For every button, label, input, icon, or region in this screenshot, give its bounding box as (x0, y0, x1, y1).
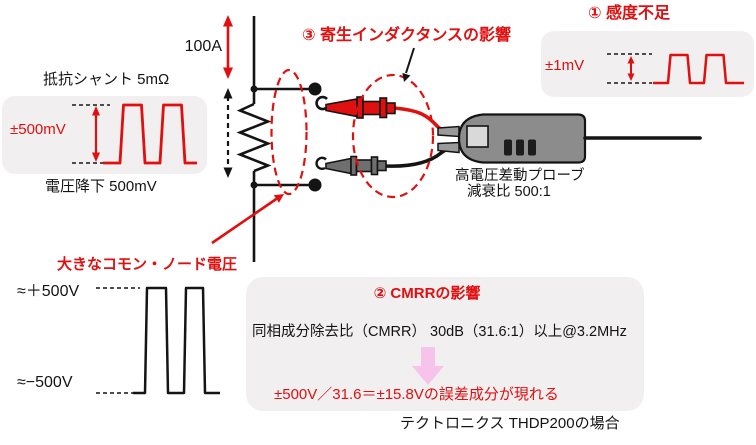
probe-indicator-window (466, 125, 489, 148)
cmrr-panel (246, 277, 644, 411)
pink-down-arrow (412, 347, 444, 385)
attenuation-label: 減衰比 500:1 (467, 184, 551, 200)
voltage-drop-label: 電圧降下 500mV (45, 178, 157, 195)
model-note: テクトロニクス THDP200の場合 (400, 415, 620, 432)
cmrr-spec-text: 同相成分除去比（CMRR） 30dB（31.6:1）以上@3.2MHz (252, 324, 627, 340)
shunt-waveform-panel (2, 96, 207, 174)
cmrr-error-text: ±500V／31.6＝±15.8Vの誤差成分が現れる (274, 386, 559, 403)
red-probe-lead (315, 95, 456, 134)
voltage-drop-arrow (223, 88, 233, 178)
common-node-pointer-arrow (211, 194, 284, 245)
common-node-waveform (96, 286, 220, 395)
differential-probe-body (437, 113, 702, 164)
shunt-waveform (72, 103, 197, 165)
current-label: 100A (184, 38, 222, 55)
shunt-label: 抵抗シャント 5mΩ (43, 71, 170, 88)
shunt-amplitude-label: ±500mV (10, 121, 66, 138)
shunt-circuit (236, 16, 315, 262)
probe-hook-icon (315, 156, 327, 170)
common-node-high-label: ≈＋500V (17, 283, 80, 300)
parasitic-inductance-ellipse (351, 73, 435, 199)
sensitivity-waveform-panel (541, 31, 754, 97)
issue3-arrow (402, 47, 415, 82)
common-node-title: 大きなコモン・ノード電圧 (57, 256, 238, 273)
probe-hook-icon (315, 95, 328, 111)
common-node-low-label: ≈−500V (17, 374, 73, 391)
probe-name-label: 高電圧差動プローブ (455, 168, 585, 184)
sensitivity-waveform (607, 53, 744, 85)
issue1-title: ① 感度不足 (588, 5, 670, 22)
issue2-title: ② CMRRの影響 (373, 285, 481, 302)
issue3-title: ③ 寄生インダクタンスの影響 (302, 27, 512, 44)
current-arrow (223, 15, 233, 79)
node-highlight-ellipse (270, 68, 308, 196)
connection-nodes (250, 82, 322, 192)
issue1-amplitude-label: ±1mV (545, 57, 585, 74)
ground-probe-lead (315, 146, 457, 176)
probe-buttons (504, 139, 536, 156)
